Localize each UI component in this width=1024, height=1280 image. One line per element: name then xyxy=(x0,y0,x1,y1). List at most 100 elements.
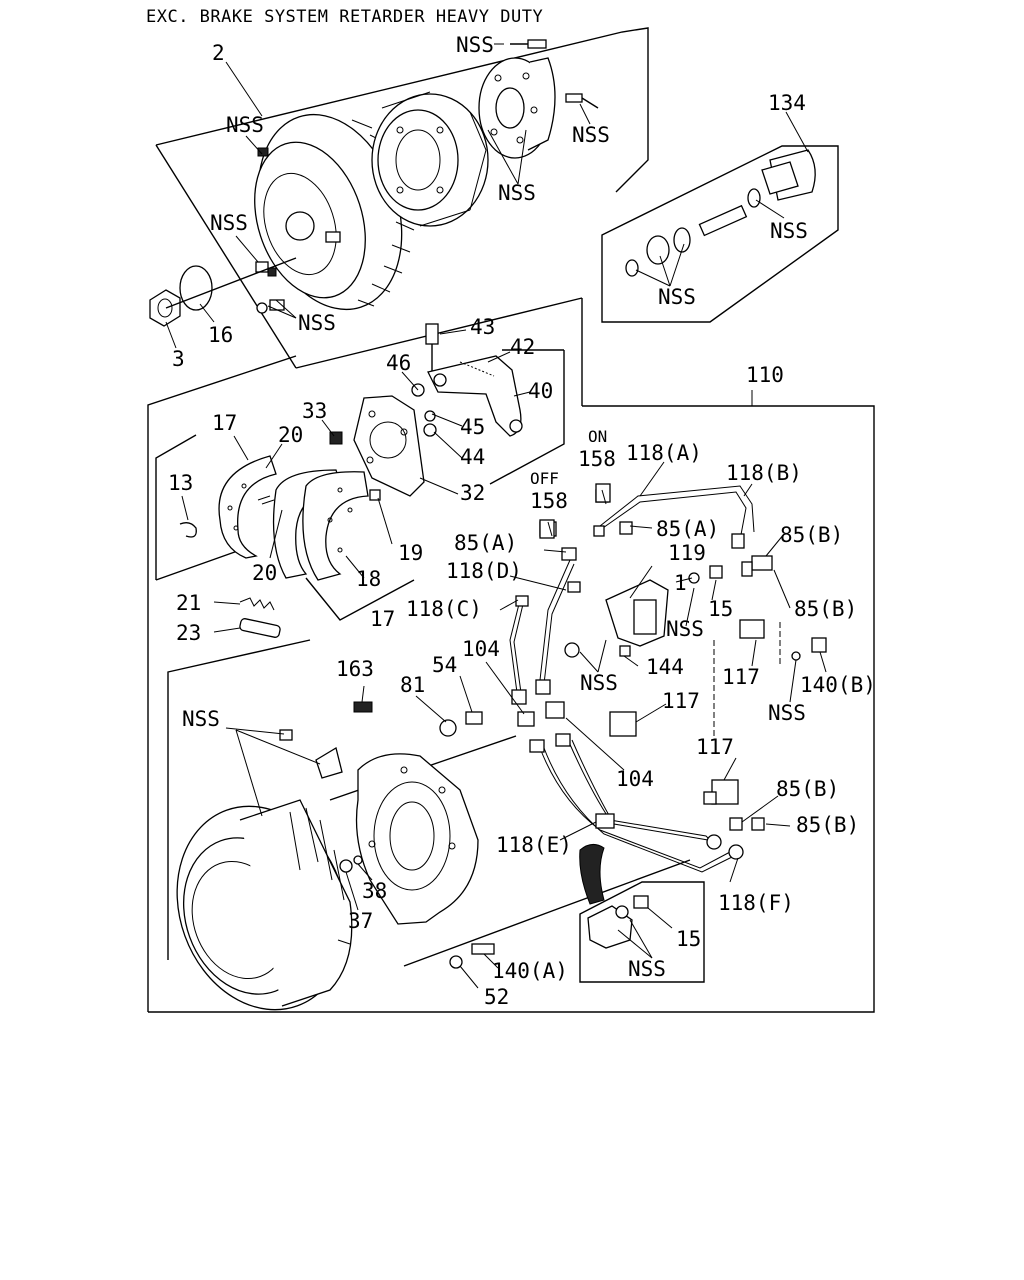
label-nss-a: NSS xyxy=(226,113,264,137)
label-118c: 118(C) xyxy=(406,597,482,621)
label-118a: 118(A) xyxy=(626,441,702,465)
label-110: 110 xyxy=(746,363,784,387)
hub-flange xyxy=(478,57,556,159)
label-on: ON xyxy=(588,427,607,446)
label-118e: 118(E) xyxy=(496,833,572,857)
label-38: 38 xyxy=(362,879,387,903)
label-nss-b: NSS xyxy=(210,211,248,235)
label-134: 134 xyxy=(768,91,806,115)
label-85b2: 85(B) xyxy=(794,597,857,621)
label-85a2: 85(A) xyxy=(656,517,719,541)
label-17a: 17 xyxy=(212,411,237,435)
label-15a: 15 xyxy=(708,597,733,621)
washer-52 xyxy=(449,955,463,969)
brake-shoe-left xyxy=(218,455,277,559)
washer-37 xyxy=(339,859,353,873)
label-43: 43 xyxy=(470,315,495,339)
axle-nut xyxy=(149,289,181,327)
label-32: 32 xyxy=(460,481,485,505)
label-nss-i: NSS xyxy=(580,671,618,695)
label-42: 42 xyxy=(510,335,535,359)
label-18: 18 xyxy=(356,567,381,591)
part-labels: 2 3 16 NSS NSS NSS NSS NSS NSS 134 NSS N… xyxy=(168,33,876,1009)
shoe-spring xyxy=(257,495,275,505)
label-118b: 118(B) xyxy=(726,461,802,485)
label-nss-e2: NSS xyxy=(498,181,536,205)
diagram-title: EXC. BRAKE SYSTEM RETARDER HEAVY DUTY xyxy=(146,7,543,27)
label-37: 37 xyxy=(348,909,373,933)
label-118f: 118(F) xyxy=(718,891,794,915)
label-144: 144 xyxy=(646,655,684,679)
switch-158-off xyxy=(539,519,555,539)
rotor-washer xyxy=(256,302,268,314)
retarder-group-frame xyxy=(155,27,649,369)
label-104a: 104 xyxy=(462,637,500,661)
label-nss-l: NSS xyxy=(628,957,666,981)
label-13: 13 xyxy=(168,471,193,495)
label-85b4: 85(B) xyxy=(796,813,859,837)
pin-19 xyxy=(369,489,381,501)
bolt-140a xyxy=(471,943,495,955)
label-17b: 17 xyxy=(370,607,395,631)
label-52: 52 xyxy=(484,985,509,1009)
label-140a: 140(A) xyxy=(492,959,568,983)
washer-38 xyxy=(353,855,363,865)
label-158b: 158 xyxy=(530,489,568,513)
valve-bracket xyxy=(564,565,723,658)
label-nss-f: NSS xyxy=(770,219,808,243)
parking-brake-lever-frame xyxy=(489,349,565,485)
return-springs xyxy=(239,597,281,638)
label-21: 21 xyxy=(176,591,201,615)
bracket-detail xyxy=(579,844,705,983)
retarder-stator xyxy=(371,91,489,227)
brake-assembly-frame xyxy=(147,298,875,1013)
anchor-bracket xyxy=(279,729,343,779)
brake-drum xyxy=(176,799,353,1011)
hub-bolts xyxy=(510,39,599,109)
label-45: 45 xyxy=(460,415,485,439)
label-40: 40 xyxy=(528,379,553,403)
label-23: 23 xyxy=(176,621,201,645)
label-nss-g: NSS xyxy=(658,285,696,309)
washer-81 xyxy=(439,719,457,737)
label-off: OFF xyxy=(530,469,559,488)
label-46: 46 xyxy=(386,351,411,375)
label-118d: 118(D) xyxy=(446,559,522,583)
label-140b: 140(B) xyxy=(800,673,876,697)
seal-group-frame xyxy=(601,145,839,323)
label-nss-k: NSS xyxy=(182,707,220,731)
brake-backing-plate xyxy=(355,753,479,925)
label-nss-d: NSS xyxy=(456,33,494,57)
brake-shoe-frame xyxy=(155,434,415,621)
label-85b3: 85(B) xyxy=(776,777,839,801)
air-lines xyxy=(509,485,755,873)
label-85b1: 85(B) xyxy=(780,523,843,547)
label-33: 33 xyxy=(302,399,327,423)
label-117a: 117 xyxy=(722,665,760,689)
label-nss-h: NSS xyxy=(666,617,704,641)
label-104b: 104 xyxy=(616,767,654,791)
label-117b: 117 xyxy=(662,689,700,713)
label-3: 3 xyxy=(172,347,185,371)
label-44: 44 xyxy=(460,445,485,469)
label-54: 54 xyxy=(432,653,457,677)
label-16: 16 xyxy=(208,323,233,347)
label-81: 81 xyxy=(400,673,425,697)
label-163: 163 xyxy=(336,657,374,681)
retainer-clip xyxy=(179,522,197,538)
label-nss-j: NSS xyxy=(768,701,806,725)
parking-brake-lever xyxy=(411,323,523,437)
label-15b: 15 xyxy=(676,927,701,951)
bolt-54 xyxy=(465,711,483,725)
part-163 xyxy=(353,701,373,713)
label-nss-c: NSS xyxy=(298,311,336,335)
label-20b: 20 xyxy=(252,561,277,585)
label-nss-e: NSS xyxy=(572,123,610,147)
label-85a1: 85(A) xyxy=(454,531,517,555)
label-1: 1 xyxy=(674,571,687,595)
brake-shoe-lining xyxy=(272,469,369,581)
leader-lines xyxy=(165,43,827,989)
label-158a: 158 xyxy=(578,447,616,471)
label-119: 119 xyxy=(668,541,706,565)
